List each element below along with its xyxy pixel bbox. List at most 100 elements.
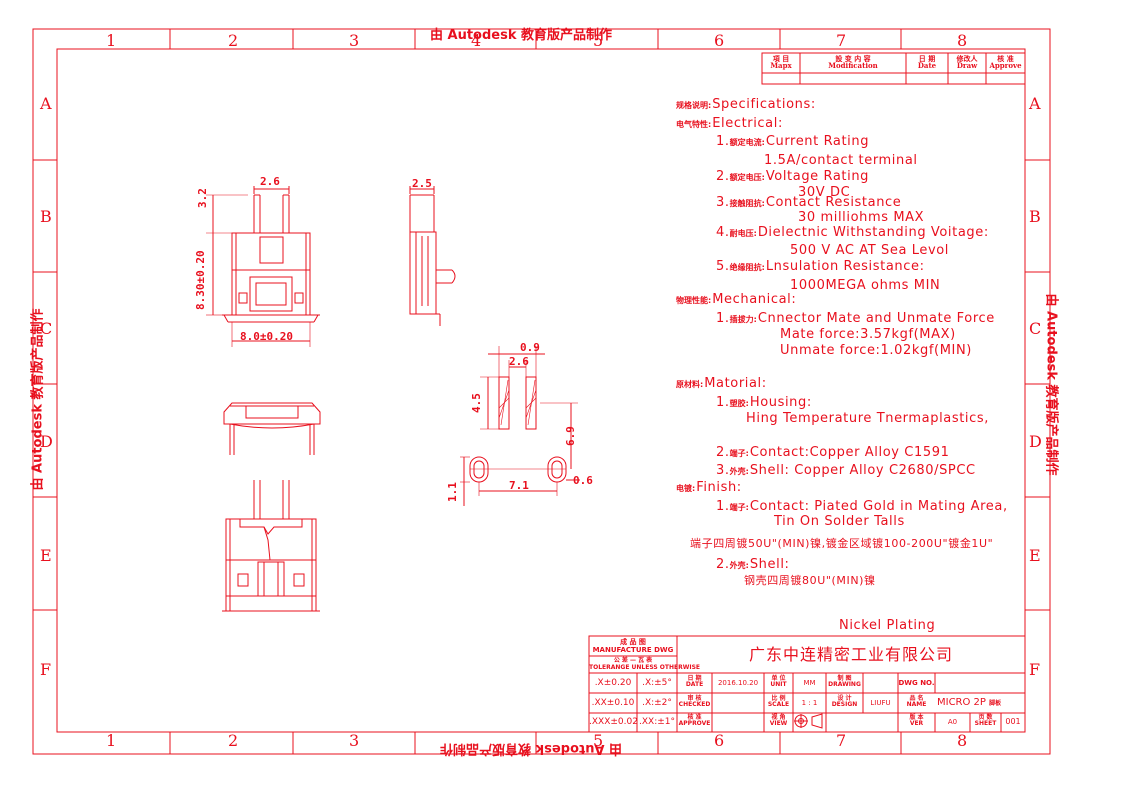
- grid-col-8-top: 8: [957, 31, 968, 50]
- grid-col-2-top: 2: [228, 31, 239, 50]
- spec-finish-shell: 2.外壳:Shell:: [716, 557, 790, 572]
- grid-row-f-left: F: [40, 660, 52, 679]
- spec-electrical: 电气特性:Electrical:: [676, 116, 783, 131]
- tb-tol-angular-1: .X:±5°: [642, 678, 672, 688]
- spec-housing-value: Hing Temperature Tnermaplastics,: [746, 411, 989, 426]
- spec-finish-contact: 1.端子:Contact: Piated Gold in Mating Area…: [716, 499, 1008, 514]
- spec-finish-contact-note: 端子四周镀50U"(MIN)镍,镀金区域镀100-200U"镀金1U": [690, 537, 994, 550]
- spec-insulation: 5.绝缘阻抗:Lnsulation Resistance:: [716, 259, 925, 274]
- revision-table-lines: [761, 52, 1026, 85]
- spec-voltage-value: 30V DC: [798, 185, 851, 200]
- dim-side-width: 2.5: [412, 177, 432, 190]
- dim-hole-width: 0.6: [573, 474, 593, 487]
- tb-tol-linear-2: .XX±0.10: [591, 698, 635, 708]
- top-view: [222, 480, 320, 612]
- grid-ticks-left: [33, 159, 57, 611]
- spec-contact-material: 2.端子:Contact:Copper Alloy C1591: [716, 445, 950, 460]
- title-block-lines: [588, 635, 1026, 733]
- grid-col-6-top: 6: [714, 31, 725, 50]
- grid-col-8-bottom: 8: [957, 731, 968, 750]
- grid-ticks-top: [169, 29, 902, 49]
- spec-mechanical: 物理性能:Mechanical:: [676, 292, 797, 307]
- tb-tol-linear-3: .XXX±0.02: [589, 717, 638, 727]
- tb-tol-linear-1: .X±0.20: [594, 678, 632, 688]
- spec-finish: 电镀:Finish:: [676, 480, 742, 495]
- grid-col-7-top: 7: [836, 31, 847, 50]
- grid-row-e-left: E: [40, 546, 52, 565]
- grid-col-3-bottom: 3: [349, 731, 360, 750]
- grid-col-2-bottom: 2: [228, 731, 239, 750]
- spec-mate-value: Mate force:3.57kgf(MAX): [780, 327, 956, 342]
- grid-col-7-bottom: 7: [836, 731, 847, 750]
- tb-ver-value: A0: [947, 718, 958, 726]
- grid-row-a-left: A: [40, 94, 52, 113]
- spec-voltage-rating: 2.额定电压:Voltage Rating: [716, 169, 870, 184]
- tb-date-value: 2016.10.20: [717, 679, 759, 687]
- tb-dwg-no-label: DWG NO.: [898, 679, 935, 687]
- projection-symbol-icon: [793, 713, 826, 732]
- spec-dielectric: 4.耐电压:Dielectnic Withstanding Voitage:: [716, 225, 989, 240]
- watermark-top: 由 Autodesk 教育版产品制作: [430, 28, 613, 43]
- grid-col-1-bottom: 1: [106, 731, 117, 750]
- spec-contact-resistance: 3.接触阻抗:Contact Resistance: [716, 195, 902, 210]
- spec-dielectric-value: 500 V AC AT Sea Levol: [790, 243, 950, 258]
- grid-row-c-right: C: [1029, 319, 1042, 338]
- grid-col-1-top: 1: [106, 31, 117, 50]
- dim-height-body: 8.30±0.20: [194, 250, 207, 310]
- spec-material: 原材料:Matorial:: [676, 376, 767, 391]
- grid-ticks-right: [1025, 159, 1050, 611]
- grid-col-3-top: 3: [349, 31, 360, 50]
- spec-nickel-plating: Nickel Plating: [839, 618, 936, 633]
- grid-row-d-right: D: [1029, 432, 1042, 451]
- spec-shell-material: 3.外壳:Shell: Copper Alloy C2680/SPCC: [716, 463, 976, 478]
- dim-pad-offset: 6.9: [564, 426, 577, 446]
- spec-finish-shell-note: 钢壳四周镀80U"(MIN)镍: [744, 574, 876, 587]
- dim-hole-height: 1.1: [446, 482, 459, 502]
- spec-finish-contact-value: Tin On Solder Talls: [774, 514, 905, 529]
- watermark-right: 由 Autodesk 教育版产品制作: [1043, 293, 1059, 476]
- tb-company: 广东中连精密工业有限公司: [748, 645, 953, 664]
- tb-sheet-value: 001: [1005, 717, 1021, 726]
- grid-row-c-left: C: [40, 319, 53, 338]
- spec-current-value: 1.5A/contact terminal: [764, 153, 918, 168]
- spec-housing: 1.塑胶:Housing:: [716, 395, 812, 410]
- dim-body-width: 8.0±0.20: [240, 330, 293, 343]
- grid-row-f-right: F: [1029, 660, 1041, 679]
- grid-row-b-right: B: [1029, 207, 1041, 226]
- grid-col-5-bottom: 5: [593, 731, 604, 750]
- front-view: [206, 186, 320, 347]
- dim-pad-pitch-inner: 2.6: [509, 355, 529, 368]
- tb-design-value: LIUFU: [870, 699, 891, 707]
- grid-col-5-top: 5: [593, 31, 604, 50]
- rear-view: [223, 402, 321, 455]
- grid-row-e-right: E: [1029, 546, 1041, 565]
- spec-insulation-value: 1000MEGA ohms MIN: [790, 278, 941, 293]
- tb-name-value: MICRO 2P 脚板: [937, 697, 1002, 708]
- side-view: [409, 186, 456, 326]
- dim-hole-pitch: 7.1: [509, 479, 529, 492]
- tb-tol-angular-2: .X:±2°: [642, 698, 672, 708]
- dim-pad-length: 4.5: [470, 393, 483, 413]
- dim-height-top: 3.2: [196, 188, 209, 208]
- grid-row-a-right: A: [1029, 94, 1041, 113]
- grid-ticks-bottom: [169, 732, 902, 754]
- spec-contact-resistance-value: 30 milliohms MAX: [798, 210, 925, 225]
- grid-row-b-left: B: [40, 207, 52, 226]
- dim-pad-pitch-outer: 0.9: [520, 341, 540, 354]
- tb-tol-angular-3: .XX:±1°: [639, 717, 675, 727]
